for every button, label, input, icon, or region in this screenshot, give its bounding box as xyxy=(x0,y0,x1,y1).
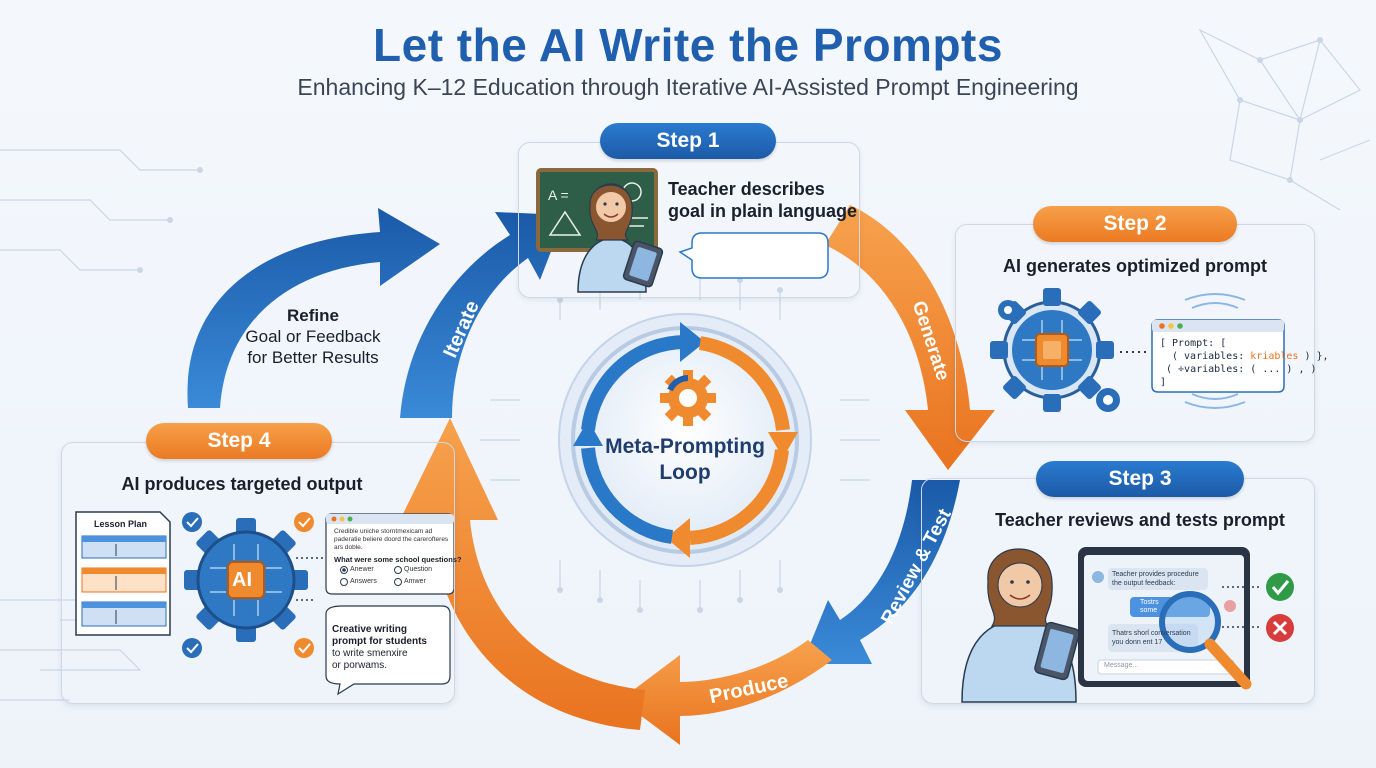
chat-message-3: Thatrs shorl conversation you donn ent 1… xyxy=(1112,630,1191,646)
lesson-plan-document xyxy=(75,511,171,636)
step1-pill: Step 1 xyxy=(600,123,776,159)
refine-arrow xyxy=(187,208,440,408)
message-input[interactable]: Message... xyxy=(1104,662,1139,669)
quiz-option-2[interactable]: Question xyxy=(404,566,433,573)
ai-chip-gear-icon xyxy=(990,288,1120,412)
speech-bubble xyxy=(678,232,829,279)
quiz-option-1[interactable]: Anewer xyxy=(350,566,374,573)
return-arc xyxy=(400,418,645,730)
step2-heading: AI generates optimized prompt xyxy=(1002,256,1268,276)
step3-pill: Step 3 xyxy=(1036,461,1244,497)
teacher-tablet-illustration xyxy=(961,548,1080,703)
center-label: Meta-Prompting Loop xyxy=(605,435,765,484)
page-title: Let the AI Write the Prompts xyxy=(373,19,1003,71)
step3-heading: Teacher reviews and tests prompt xyxy=(995,510,1285,530)
lesson-plan-title: Lesson Plan xyxy=(94,519,148,529)
check-circle-icon xyxy=(1266,573,1294,601)
ai-gear-icon xyxy=(184,518,308,642)
quiz-option-3[interactable]: Answers xyxy=(350,578,377,585)
wifi-waves xyxy=(1184,293,1246,409)
magnifier-icon xyxy=(1159,591,1252,690)
produce-arrow xyxy=(620,640,832,745)
step4-pill: Step 4 xyxy=(146,423,332,459)
step1-text: Teacher describes goal in plain language xyxy=(668,179,858,221)
step2-code: [ Prompt: [ ( variables: kriables ) }, (… xyxy=(1160,338,1329,388)
creative-bubble xyxy=(325,605,451,696)
creative-writing-text: Creative writing prompt for students to … xyxy=(332,624,427,671)
hub-gear-icon xyxy=(660,370,716,426)
quiz-question: What were some school questions? xyxy=(334,555,462,564)
step4-heading: AI produces targeted output xyxy=(121,474,363,494)
ai-label: AI xyxy=(232,569,252,591)
review-arrow xyxy=(802,480,960,664)
quiz-description: Credible uniche storntmexicam ad paderat… xyxy=(334,528,449,551)
generate-arrow xyxy=(825,205,995,470)
svg-text:A =: A = xyxy=(548,187,569,203)
step2-pill: Step 2 xyxy=(1033,206,1237,242)
teacher-chalkboard-illustration: A = xyxy=(536,168,664,293)
x-circle-icon xyxy=(1266,614,1294,642)
quiz-option-4[interactable]: Amwer xyxy=(404,578,426,585)
page-subtitle: Enhancing K–12 Education through Iterati… xyxy=(297,74,1079,100)
iterate-arrow xyxy=(400,212,565,418)
refine-text: Refine Goal or Feedback for Better Resul… xyxy=(245,306,381,367)
chat-message-1: Teacher provides procedure the output fe… xyxy=(1112,571,1199,587)
chat-message-2: Tostrs some xyxy=(1140,599,1159,614)
check-badges xyxy=(182,512,314,658)
